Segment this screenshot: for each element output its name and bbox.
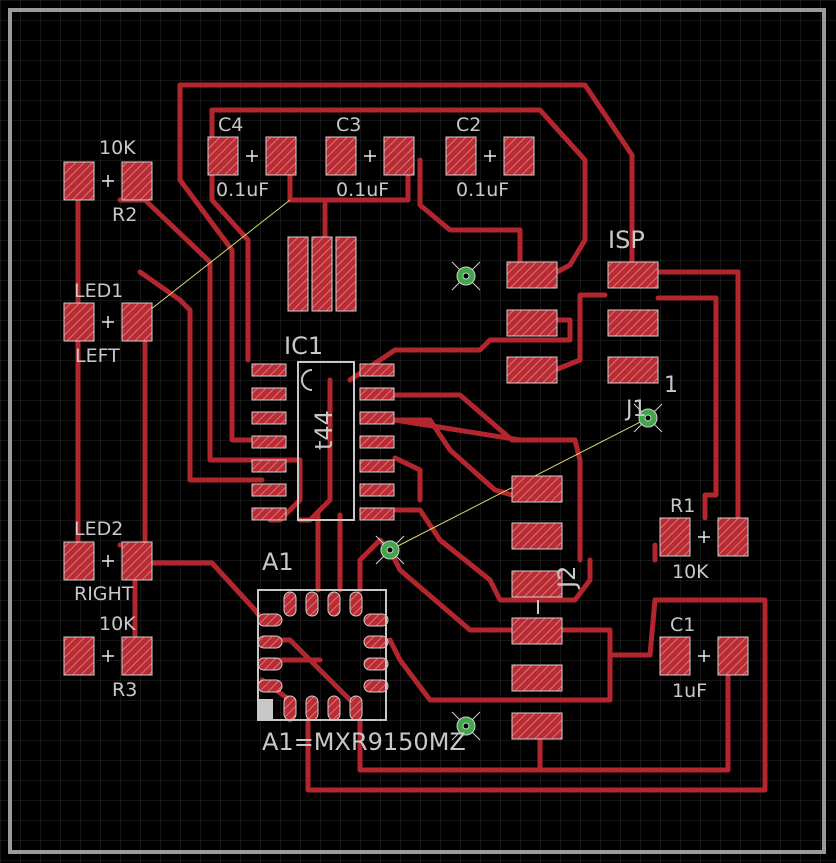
- r1-pad: [659, 517, 691, 557]
- r3-name: R3: [112, 679, 137, 701]
- r2-pad: [63, 161, 95, 201]
- led2-name: LED2: [74, 518, 123, 540]
- r2-name: R2: [112, 204, 137, 226]
- smd-pads: [63, 136, 749, 740]
- ic1-name: IC1: [284, 332, 323, 360]
- isp-pad: [506, 261, 558, 289]
- c2-name: C2: [456, 114, 481, 136]
- via: [451, 711, 481, 741]
- labels: C4 0.1uF C3 0.1uF C2 0.1uF 10K R2 LED1 L…: [74, 114, 709, 756]
- c1-pad: [717, 636, 749, 676]
- c1-value: 1uF: [672, 680, 707, 702]
- c2-pad: [445, 136, 477, 176]
- j2-pad: [511, 712, 563, 740]
- c4-pad: [207, 136, 239, 176]
- j1-name: J1: [624, 397, 647, 422]
- j2-pad: [511, 475, 563, 503]
- r2-pad: [121, 161, 153, 201]
- ic1-value: t44: [310, 410, 338, 450]
- isp-pad: [506, 356, 558, 384]
- c3-pad: [325, 136, 357, 176]
- c3-value: 0.1uF: [336, 179, 389, 201]
- led1-name: LED1: [74, 280, 123, 302]
- isp-pad: [607, 261, 659, 289]
- c4-value: 0.1uF: [216, 179, 269, 201]
- r2-value: 10K: [99, 137, 136, 159]
- led1-pad: [63, 302, 95, 342]
- j2-pad: [511, 664, 563, 692]
- led1-pad: [121, 302, 153, 342]
- reg-pad: [311, 236, 333, 312]
- c4-name: C4: [218, 114, 243, 136]
- c1-name: C1: [670, 614, 695, 636]
- led1-value: LEFT: [75, 345, 120, 367]
- a1-name: A1: [262, 548, 294, 576]
- r3-value: 10K: [99, 613, 136, 635]
- led2-pad: [121, 541, 153, 581]
- c1-pad: [659, 636, 691, 676]
- vias: [375, 261, 663, 741]
- c3-pad: [383, 136, 415, 176]
- c3-name: C3: [336, 114, 361, 136]
- via: [451, 261, 481, 291]
- j2-pad: [511, 617, 563, 645]
- j2-pad: [511, 570, 563, 598]
- r3-pad: [63, 636, 95, 676]
- j2-pad: [511, 522, 563, 550]
- centre-marks: [102, 150, 710, 662]
- c2-pad: [503, 136, 535, 176]
- a1-value: A1=MXR9150MZ: [262, 728, 466, 756]
- r1-name: R1: [670, 495, 695, 517]
- isp-pad: [607, 309, 659, 337]
- reg-pad: [287, 236, 309, 312]
- r3-pad: [121, 636, 153, 676]
- traces: [75, 82, 768, 793]
- board-outline: [8, 8, 826, 854]
- isp-pin1-label: 1: [664, 373, 678, 398]
- j2-name: J2: [553, 566, 581, 590]
- silkscreen: [257, 361, 539, 721]
- isp-name: ISP: [608, 226, 645, 254]
- isp-pad: [607, 356, 659, 384]
- via: [375, 535, 405, 565]
- c4-pad: [265, 136, 297, 176]
- isp-pad: [506, 309, 558, 337]
- r1-value: 10K: [672, 561, 709, 583]
- reg-pad: [335, 236, 357, 312]
- r1-pad: [717, 517, 749, 557]
- c2-value: 0.1uF: [456, 179, 509, 201]
- ic1-pads: [251, 363, 395, 521]
- led2-value: RIGHT: [74, 583, 134, 605]
- via: [633, 403, 663, 433]
- led2-pad: [63, 541, 95, 581]
